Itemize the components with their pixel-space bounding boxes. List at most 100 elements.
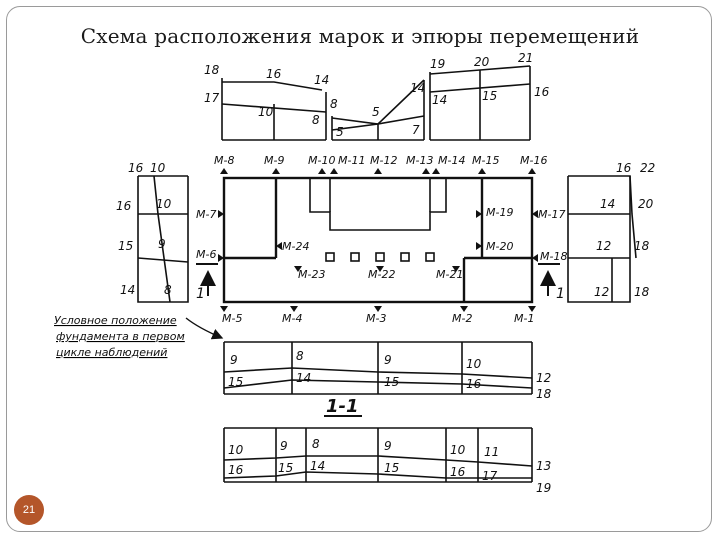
epure-value: 10 <box>150 161 166 175</box>
mark-label: М-17 <box>538 208 565 221</box>
mark-label: М-7 <box>196 208 216 221</box>
epure-value: 17 <box>204 91 220 105</box>
epure-value: 18 <box>634 239 650 253</box>
epure-value: 13 <box>536 459 551 473</box>
epure-value: 8 <box>330 97 338 111</box>
epure-value: 9 <box>384 439 392 453</box>
epure-value: 5 <box>372 105 380 119</box>
slide-title: Схема расположения марок и эпюры перемещ… <box>80 24 640 48</box>
bottom-epure-2-values: 10 9 8 9 10 11 16 15 14 15 16 17 13 19 <box>228 437 551 495</box>
epure-value: 10 <box>466 357 482 371</box>
mark-label: М-16 <box>520 154 547 167</box>
epure-value: 16 <box>450 465 466 479</box>
epure-value: 16 <box>466 377 482 391</box>
epure-value: 15 <box>118 239 133 253</box>
column-squares <box>325 252 435 262</box>
epure-value: 9 <box>280 439 288 453</box>
note-line: цикле наблюдений <box>56 346 167 359</box>
epure-value: 22 <box>640 161 655 175</box>
epure-value: 10 <box>450 443 466 457</box>
mark-label: М-24 <box>282 240 309 253</box>
section-label: 1-1 <box>326 396 359 417</box>
mark-label: М-21 <box>436 268 463 281</box>
right-epure <box>567 175 637 303</box>
epure-value: 12 <box>536 371 551 385</box>
left-epure-values: 16 10 16 10 15 9 14 8 <box>116 161 172 297</box>
epure-value: 11 <box>484 445 499 459</box>
epure-value: 16 <box>116 199 132 213</box>
left-epure <box>137 175 189 303</box>
mark-label: М-3 <box>366 312 386 325</box>
page-number-badge: 21 <box>14 495 44 525</box>
mark-symbols <box>218 168 538 312</box>
epure-value: 7 <box>412 123 420 137</box>
mark-labels: М-8 М-9 М-10 М-11 М-12 М-13 М-14 М-15 М-… <box>196 154 567 325</box>
mark-label: М-18 <box>540 250 567 263</box>
epure-value: 10 <box>258 105 274 119</box>
epure-value: 5 <box>336 125 344 139</box>
epure-value: 14 <box>432 93 447 107</box>
epure-value: 10 <box>228 443 244 457</box>
epure-value: 14 <box>314 73 329 87</box>
epure-value: 8 <box>312 113 320 127</box>
mark-label: М-23 <box>298 268 325 281</box>
epure-value: 15 <box>278 461 293 475</box>
epure-value: 9 <box>384 353 392 367</box>
epure-value: 16 <box>616 161 632 175</box>
epure-value: 9 <box>230 353 238 367</box>
epure-value: 8 <box>312 437 320 451</box>
slide-frame <box>6 6 712 532</box>
mark-label: М-19 <box>486 206 513 219</box>
epure-value: 20 <box>638 197 654 211</box>
bottom-epure-2 <box>223 427 533 483</box>
note-leader-arrow <box>185 317 224 340</box>
foundation-note: Условное положение фундамента в первом ц… <box>54 314 185 359</box>
epure-value: 20 <box>474 55 490 69</box>
epure-value: 15 <box>384 461 399 475</box>
epure-value: 16 <box>266 67 282 81</box>
note-line: Условное положение <box>54 314 177 327</box>
right-epure-values: 16 22 14 20 12 18 12 18 <box>594 161 655 299</box>
epure-value: 21 <box>518 51 533 65</box>
epure-value: 16 <box>228 463 244 477</box>
mark-label: М-22 <box>368 268 395 281</box>
epure-value: 15 <box>384 375 399 389</box>
epure-value: 16 <box>534 85 550 99</box>
epure-value: 14 <box>310 459 325 473</box>
epure-value: 12 <box>596 239 611 253</box>
section-arrows <box>196 263 560 296</box>
epure-value: 9 <box>158 237 166 251</box>
epure-value: 16 <box>128 161 144 175</box>
epure-value: 18 <box>536 387 552 401</box>
mark-label: М-1 <box>514 312 534 325</box>
section-arrow-label-left: 1 <box>196 286 205 302</box>
mark-label: М-6 <box>196 248 216 261</box>
epure-value: 18 <box>204 63 220 77</box>
mark-label: М-15 <box>472 154 499 167</box>
mark-label: М-14 <box>438 154 465 167</box>
epure-value: 12 <box>594 285 609 299</box>
building-plan <box>222 176 534 304</box>
epure-value: 14 <box>120 283 135 297</box>
mark-label: М-4 <box>282 312 302 325</box>
mark-label: М-10 <box>308 154 335 167</box>
epure-value: 19 <box>536 481 551 495</box>
epure-value: 15 <box>228 375 243 389</box>
epure-value: 10 <box>156 197 172 211</box>
epure-value: 8 <box>164 283 172 297</box>
mark-label: М-9 <box>264 154 284 167</box>
epure-value: 14 <box>296 371 311 385</box>
epure-value: 15 <box>482 89 497 103</box>
epure-value: 14 <box>600 197 615 211</box>
mark-label: М-11 <box>338 154 365 167</box>
section-arrow-label-right: 1 <box>556 286 565 302</box>
mark-label: М-2 <box>452 312 472 325</box>
mark-label: М-13 <box>406 154 433 167</box>
building-inner-core <box>309 178 447 231</box>
epure-value: 18 <box>634 285 650 299</box>
top-epure-values: 18 16 14 17 10 8 8 5 5 7 14 19 20 21 14 … <box>204 51 550 139</box>
epure-value: 8 <box>296 349 304 363</box>
bottom-epure-1 <box>223 341 533 395</box>
epure-value: 14 <box>410 81 425 95</box>
